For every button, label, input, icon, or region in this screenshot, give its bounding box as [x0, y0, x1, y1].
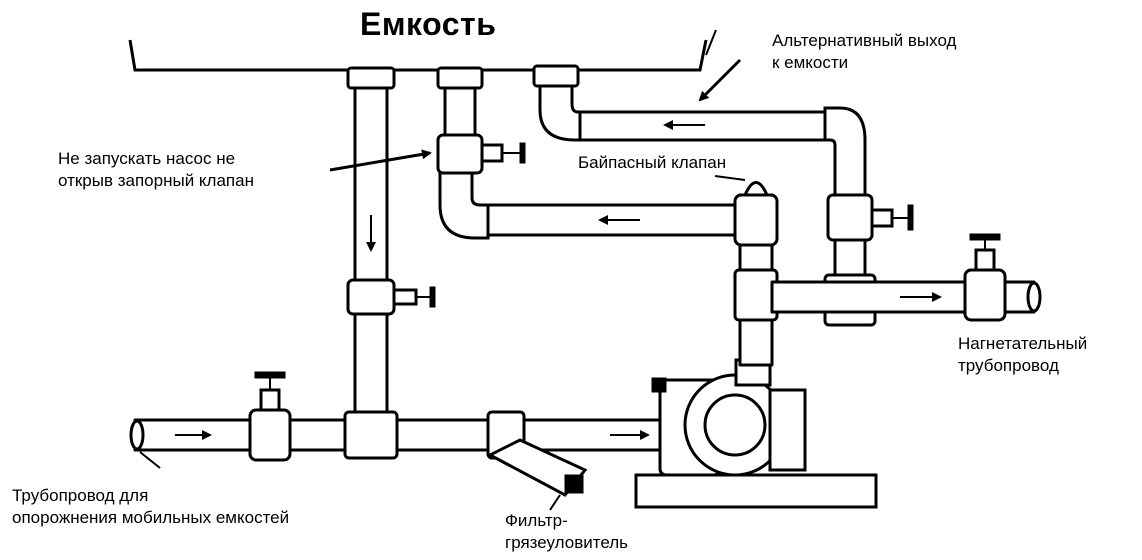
tank-nozzle-left: [346, 66, 396, 90]
label-drain-line-line-1: Трубопровод для: [12, 486, 149, 505]
label-drain-line: Трубопровод для опорожнения мобильных ем…: [12, 485, 289, 529]
shutoff-valve: [346, 278, 436, 316]
label-discharge-line-1: Нагнетательный: [958, 334, 1088, 353]
strainer-leader: [549, 494, 561, 511]
bypass-valve: [733, 181, 779, 247]
alt-outlet-leader: [698, 58, 742, 102]
label-do-not-start: Не запускать насос не открыв запорный кл…: [58, 148, 254, 192]
suction-pipe: [133, 418, 677, 452]
discharge-pipe-end: [1026, 281, 1042, 313]
label-alt-outlet-line-1: Альтернативный выход: [772, 31, 957, 50]
centrifugal-pump: [634, 358, 878, 509]
label-do-not-start-line-2: открыв запорный клапан: [58, 171, 254, 190]
y-strainer: [486, 410, 588, 497]
alt-outlet-elbow: [538, 78, 587, 142]
drain-line-leader: [139, 451, 161, 469]
discharge-gate-valve: [963, 233, 1007, 322]
bypass-leader: [714, 175, 746, 181]
warning-leader: [329, 149, 432, 172]
pipe-open-end: [129, 419, 145, 451]
label-drain-line-line-2: опорожнения мобильных емкостей: [12, 508, 290, 527]
discharge-branch-valve: [826, 193, 914, 242]
label-strainer-line-1: Фильтр-: [505, 511, 568, 530]
label-discharge-line-2: трубопровод: [958, 356, 1059, 375]
label-strainer-line-2: грязеуловитель: [505, 533, 629, 552]
label-bypass-valve: Байпасный клапан: [578, 152, 726, 174]
label-alt-outlet: Альтернативный выход к емкости: [772, 30, 956, 74]
label-strainer: Фильтр- грязеуловитель: [505, 510, 628, 554]
tank-title: Емкость: [360, 6, 497, 42]
bypass-shutoff-valve: [436, 133, 526, 175]
alt-outlet-far-elbow: [823, 106, 867, 202]
label-discharge: Нагнетательный трубопровод: [958, 333, 1087, 377]
tank-edge-mark: [705, 29, 717, 56]
suction-gate-valve: [248, 371, 292, 462]
bypass-elbow: [438, 158, 490, 240]
suction-tee: [343, 410, 399, 460]
tank-nozzle-middle: [436, 66, 484, 90]
label-alt-outlet-line-2: к емкости: [772, 53, 849, 72]
label-bypass-valve-line-1: Байпасный клапан: [578, 153, 727, 172]
label-do-not-start-line-1: Не запускать насос не: [58, 149, 236, 168]
tank-outline: [128, 39, 708, 72]
tank-nozzle-right: [532, 64, 580, 88]
